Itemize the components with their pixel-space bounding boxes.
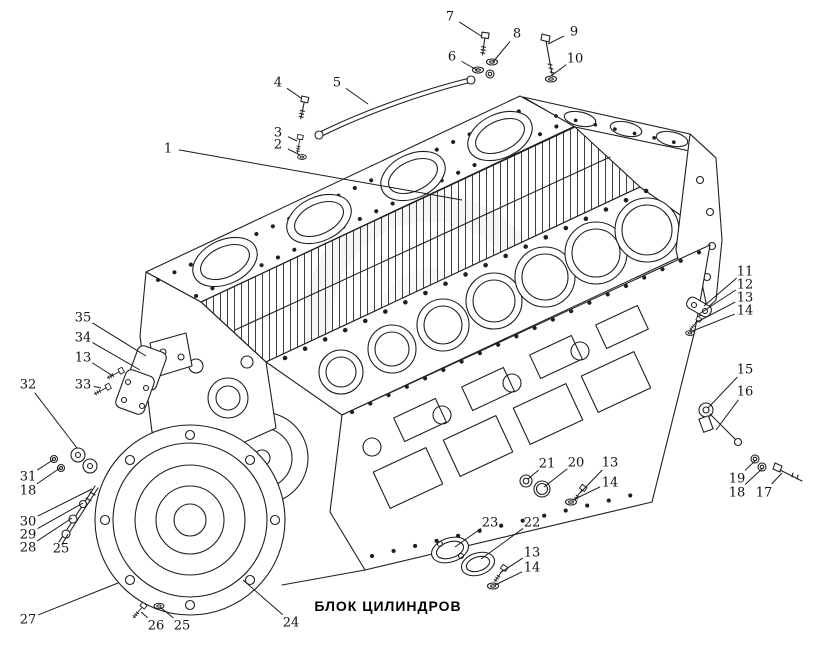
callout-label: 34 (75, 331, 92, 346)
callout-leader-line (580, 469, 603, 493)
callout-label: 26 (148, 619, 165, 634)
callout-leader-line (550, 64, 567, 77)
callout-leader-line (34, 392, 78, 449)
crankcase-skirt (329, 244, 711, 571)
callout-leader-line (703, 277, 737, 307)
callout-label: 2 (274, 138, 282, 153)
callout-leader-line (38, 582, 119, 616)
callout-leader-line (159, 606, 174, 619)
callout-label: 12 (737, 278, 754, 293)
callout-label: 31 (20, 470, 37, 485)
callout-leader-line (494, 571, 523, 586)
callout-leader-line (694, 301, 736, 324)
callout-label: 13 (75, 351, 92, 366)
callout-leader-line (287, 136, 298, 142)
callout-label: 6 (448, 50, 456, 65)
callout-label: 20 (568, 456, 585, 471)
callout-label: 33 (75, 378, 92, 393)
callout-label: 29 (20, 528, 37, 543)
callout-label: 25 (53, 542, 70, 557)
callout-label: 24 (283, 616, 300, 631)
callout-label: 32 (20, 378, 37, 393)
callout-label: 9 (570, 25, 578, 40)
callout-label: 14 (737, 304, 754, 319)
callout-leader-line (744, 459, 757, 471)
callout-label: 15 (737, 363, 754, 378)
engine-illustration (49, 31, 803, 620)
callout-leader-line (37, 502, 84, 530)
callout-label: 17 (756, 486, 773, 501)
callout-label: 27 (20, 613, 37, 628)
callout-leader-line (698, 289, 737, 315)
callout-leader-line (572, 486, 601, 501)
callout-label: 5 (333, 76, 341, 91)
callout-leader-line (715, 399, 739, 431)
callout-label: 30 (20, 515, 37, 530)
callout-leader-line (178, 149, 463, 201)
hardware-top (294, 31, 558, 160)
callout-label: 28 (20, 541, 37, 556)
callout-label: 10 (567, 52, 584, 67)
diagram-caption: БЛОК ЦИЛИНДРОВ (314, 598, 462, 614)
callout-leader-line (744, 467, 764, 485)
callout-leader-line (36, 467, 61, 485)
callout-leader-line (707, 376, 738, 409)
callout-leader-line (286, 87, 302, 99)
callout-leader-line (480, 528, 524, 560)
callout-leader-line (92, 362, 114, 377)
callout-label: 23 (482, 516, 499, 531)
hardware-left (49, 345, 167, 620)
callout-leader-line (92, 342, 141, 371)
callout-label: 14 (602, 476, 619, 491)
callout-label: 14 (524, 561, 541, 576)
callout-label: 25 (174, 619, 191, 634)
cylinder-bores-band (265, 186, 717, 416)
callout-label: 13 (602, 456, 619, 471)
callout-leader-line (689, 313, 735, 333)
callout-leader-line (65, 533, 69, 539)
callout-leader-line (345, 87, 369, 105)
callout-label: 3 (274, 126, 282, 141)
callout-leader-line (36, 459, 54, 471)
right-bank-deck (522, 96, 715, 157)
callout-label: 22 (524, 516, 541, 531)
callout-leader-line (527, 469, 539, 480)
callout-leader-line (547, 35, 565, 45)
callout-leader-line (92, 322, 147, 357)
callout-label: 1 (164, 142, 172, 157)
callout-label: 13 (524, 546, 541, 561)
callout-leader-line (458, 21, 482, 37)
callout-leader-line (454, 527, 482, 548)
callout-label: 13 (737, 291, 754, 306)
callout-label: 8 (513, 27, 521, 42)
callout-label: 11 (737, 265, 754, 280)
callout-leader-line (287, 148, 301, 156)
flywheel-housing (94, 424, 366, 616)
callout-label: 19 (729, 472, 746, 487)
callout-label: 7 (446, 10, 454, 25)
callout-leader-line (461, 60, 478, 71)
callout-label: 16 (737, 385, 754, 400)
callout-leader-line (771, 472, 783, 485)
callout-label: 4 (274, 76, 282, 91)
callout-leader-line (492, 41, 511, 63)
callout-leader-line (242, 579, 284, 616)
callout-label: 18 (729, 486, 746, 501)
callout-leader-line (543, 468, 568, 488)
callout-leader-line (37, 488, 93, 517)
callout-leader-line (93, 385, 102, 389)
callout-leader-line (140, 611, 149, 619)
callout-label: 18 (20, 484, 37, 499)
callout-leader-line (36, 517, 73, 542)
callout-label: 35 (75, 311, 92, 326)
callout-label: 21 (539, 457, 556, 472)
callout-leader-line (499, 557, 524, 574)
